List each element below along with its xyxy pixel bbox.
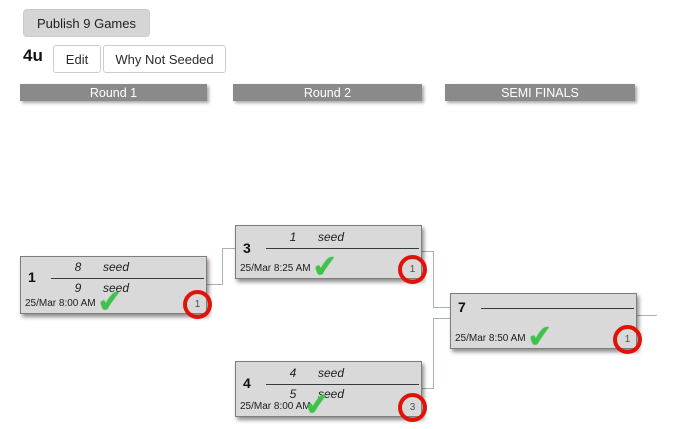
game-schedule: 25/Mar 8:00 AM [25, 298, 96, 309]
game-schedule: 25/Mar 8:00 AM [240, 401, 311, 412]
top-seed-row: 1 seed [236, 230, 421, 246]
published-check-icon: ✔ [525, 318, 555, 355]
bottom-seed-row: 9 seed [21, 281, 206, 297]
game-schedule: 25/Mar 8:25 AM [240, 263, 311, 274]
slot-divider-line [266, 384, 419, 385]
game-box-3[interactable]: 3 1 seed 25/Mar 8:25 AM ✔ 1 [235, 225, 427, 285]
published-check-icon: ✔ [310, 248, 340, 285]
top-seed-label: seed [318, 230, 345, 244]
game-number: 3 [243, 240, 251, 256]
game-schedule: 25/Mar 8:50 AM [455, 333, 526, 344]
top-seed-row: 4 seed [236, 366, 421, 382]
slot-divider-line [51, 278, 204, 279]
court-number-highlight: 3 [398, 393, 427, 422]
bracket-connector [433, 318, 434, 389]
bracket-connector [434, 307, 450, 308]
top-seed-number: 4 [289, 366, 297, 380]
top-seed-number: 1 [289, 230, 297, 244]
bottom-seed-label: seed [103, 281, 130, 295]
division-label: 4u [23, 46, 43, 65]
game-box-4[interactable]: 4 4 seed 5 seed 25/Mar 8:00 AM ✔ 3 [235, 361, 427, 423]
court-number-highlight: 1 [183, 290, 212, 319]
bottom-seed-number: 9 [74, 281, 82, 295]
court-number-highlight: 1 [398, 255, 427, 284]
game-box-1[interactable]: 1 8 seed 9 seed 25/Mar 8:00 AM ✔ 1 [20, 256, 212, 320]
slot-divider-line [481, 308, 634, 309]
game-number: 4 [243, 375, 251, 391]
edit-button[interactable]: Edit [53, 45, 101, 73]
bracket-connector [434, 318, 450, 319]
published-check-icon: ✔ [95, 283, 125, 320]
top-seed-number: 8 [74, 260, 82, 274]
top-seed-label: seed [318, 366, 345, 380]
top-seed-label: seed [103, 260, 130, 274]
bracket-connector [635, 315, 657, 316]
round-header-round1: Round 1 [20, 84, 207, 101]
bracket-connector [223, 248, 235, 249]
round-header-round2: Round 2 [233, 84, 422, 101]
bottom-seed-row: 5 seed [236, 387, 421, 403]
why-not-seeded-button[interactable]: Why Not Seeded [103, 45, 226, 73]
bottom-seed-label: seed [318, 387, 345, 401]
round-header-semifinals: SEMI FINALS [445, 84, 635, 101]
court-number-highlight: 1 [613, 325, 642, 354]
published-check-icon: ✔ [302, 386, 332, 423]
game-number: 1 [28, 269, 36, 285]
top-seed-row: 8 seed [21, 260, 206, 276]
bracket-connector [420, 388, 433, 389]
bracket-connector [222, 248, 223, 285]
bracket-connector [433, 251, 434, 308]
bottom-seed-number: 5 [289, 387, 297, 401]
bracket-connector [205, 284, 223, 285]
game-number: 7 [458, 299, 466, 315]
bracket-connector [420, 251, 433, 252]
game-box-7[interactable]: 7 25/Mar 8:50 AM ✔ 1 [450, 293, 642, 355]
slot-divider-line [266, 248, 419, 249]
publish-games-button[interactable]: Publish 9 Games [23, 9, 150, 37]
